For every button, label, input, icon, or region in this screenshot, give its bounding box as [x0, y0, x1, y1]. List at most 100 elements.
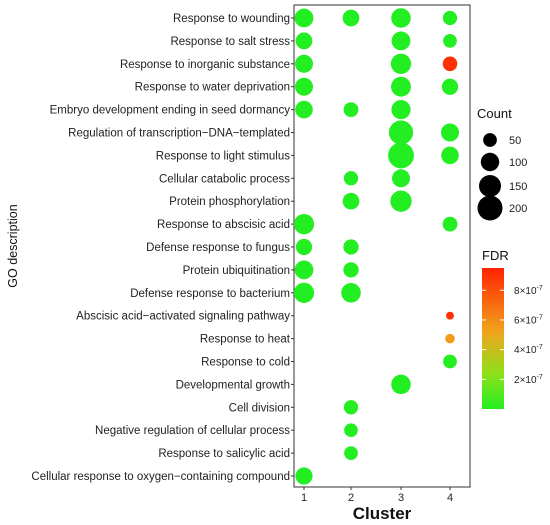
fdr-tick-exponent: -7	[537, 344, 543, 351]
y-tick-label: Protein phosphorylation	[169, 196, 290, 208]
data-point	[295, 467, 313, 485]
count-legend-dot	[479, 175, 501, 197]
fdr-tick-base: ×10	[520, 375, 537, 386]
data-point	[392, 169, 410, 188]
data-point	[342, 9, 360, 27]
fdr-tick-base: ×10	[520, 315, 537, 326]
y-tick-label: Cellular response to oxygen−containing c…	[31, 471, 290, 483]
data-point	[388, 120, 414, 145]
data-point	[295, 54, 313, 73]
data-point	[294, 260, 314, 280]
data-point	[391, 374, 411, 395]
y-tick-label: Cell division	[229, 402, 290, 414]
data-point	[443, 34, 457, 48]
data-point	[441, 78, 459, 95]
count-legend-dot	[477, 195, 503, 221]
y-tick-label: Response to salicylic acid	[158, 448, 290, 460]
count-legend-label: 50	[509, 135, 521, 147]
y-tick-label: Defense response to bacterium	[130, 288, 290, 300]
count-legend-label: 200	[509, 203, 527, 215]
data-point	[445, 333, 455, 344]
count-legend-dot	[480, 152, 500, 172]
fdr-tick-base: ×10	[520, 286, 537, 297]
data-point	[391, 31, 411, 51]
y-tick-label: Response to cold	[201, 357, 290, 369]
count-legend-label: 100	[509, 157, 527, 169]
data-point	[344, 423, 358, 438]
fdr-tick-base: ×10	[520, 345, 537, 356]
y-tick-label: Response to abscisic acid	[157, 219, 290, 231]
y-tick-label: Response to wounding	[173, 13, 290, 25]
data-point	[391, 8, 411, 28]
data-point	[344, 446, 358, 460]
data-point	[391, 76, 411, 97]
y-axis-title: GO description	[6, 204, 20, 287]
y-tick-label: Defense response to fungus	[146, 242, 290, 254]
fdr-tick-label: 4×10-7	[514, 344, 543, 356]
data-point	[295, 238, 313, 256]
fdr-tick-exponent: -7	[537, 285, 543, 292]
data-point	[343, 262, 359, 278]
y-tick-label: Developmental growth	[176, 379, 290, 391]
fdr-tick-mantissa: 2	[514, 375, 520, 386]
count-legend-title: Count	[477, 106, 512, 121]
data-point	[343, 102, 359, 117]
count-legend: Count 50 100 150 200	[477, 106, 527, 221]
data-point	[442, 216, 458, 232]
x-tick-label: 3	[398, 492, 404, 504]
y-tick-label: Embryo development ending in seed dorman…	[50, 105, 291, 117]
fdr-legend: FDR 8×10-76×10-74×10-72×10-7	[482, 248, 543, 409]
y-tick-label: Response to heat	[200, 334, 291, 346]
data-point	[443, 354, 457, 369]
data-point	[343, 171, 359, 186]
y-tick-label: Abscisic acid−activated signaling pathwa…	[76, 311, 290, 323]
data-point	[441, 146, 459, 165]
y-axis-ticks	[291, 17, 294, 477]
y-tick-label: Response to water deprivation	[135, 82, 290, 94]
fdr-legend-title: FDR	[482, 248, 509, 263]
data-point	[390, 190, 412, 212]
data-points	[293, 8, 459, 485]
y-tick-label: Response to light stimulus	[156, 150, 290, 162]
data-point	[390, 53, 412, 74]
fdr-tick-exponent: -7	[537, 374, 543, 381]
fdr-tick-label: 8×10-7	[514, 285, 543, 297]
x-axis-ticks: 1 2 3 4	[301, 487, 453, 504]
data-point	[342, 192, 360, 210]
x-tick-label: 2	[348, 492, 354, 504]
y-tick-label: Negative regulation of cellular process	[95, 425, 290, 437]
data-point	[442, 10, 458, 26]
plot-panel	[293, 4, 471, 488]
count-legend-label: 150	[509, 181, 527, 193]
data-point	[441, 123, 459, 142]
data-point	[446, 311, 454, 320]
y-tick-label: Cellular catabolic process	[159, 173, 290, 185]
fdr-colorbar	[482, 268, 504, 409]
y-tick-label: Regulation of transcription−DNA−template…	[68, 128, 290, 140]
fdr-tick-mantissa: 6	[514, 315, 520, 326]
data-point	[295, 32, 313, 50]
y-tick-label: Protein ubiquitination	[183, 265, 290, 277]
data-point	[341, 283, 361, 303]
data-point	[293, 213, 315, 235]
data-point	[293, 282, 315, 303]
x-axis-title: Cluster	[353, 504, 412, 523]
fdr-tick-label: 6×10-7	[514, 314, 543, 326]
x-tick-label: 1	[301, 492, 307, 504]
y-tick-label: Response to inorganic substance	[120, 59, 290, 71]
x-tick-label: 4	[447, 492, 453, 504]
data-point	[343, 400, 359, 415]
data-point	[295, 77, 313, 96]
fdr-tick-mantissa: 8	[514, 286, 520, 297]
y-tick-label: Response to salt stress	[170, 36, 290, 48]
data-point	[343, 239, 359, 255]
data-point	[391, 100, 411, 120]
data-point	[295, 100, 313, 119]
count-legend-dot	[483, 133, 497, 147]
data-point	[294, 8, 314, 28]
fdr-tick-mantissa: 4	[514, 345, 520, 356]
fdr-tick-exponent: -7	[537, 314, 543, 321]
data-point	[388, 142, 414, 169]
